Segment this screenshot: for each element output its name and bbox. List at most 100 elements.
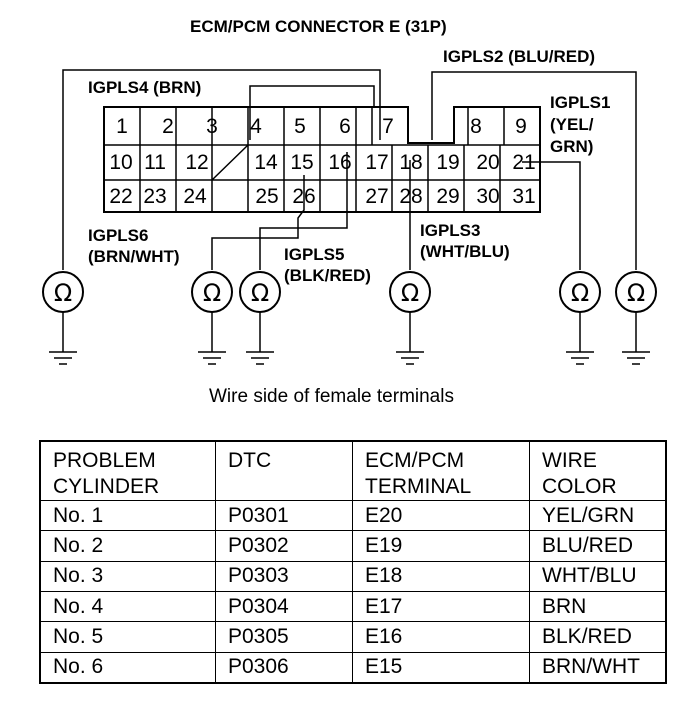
wire-igpls4 <box>249 85 375 140</box>
label-igpls1-line1: IGPLS1 <box>550 93 610 112</box>
row1-pin-9: 9 <box>515 115 527 138</box>
cell-cylinder: No. 4 <box>39 590 216 623</box>
igpls2-meter: Ω <box>615 271 657 365</box>
header-text: WIRE <box>542 449 597 472</box>
connector-body <box>103 106 541 213</box>
cell-wire-color: WHT/BLU <box>529 560 667 592</box>
ohm-icon: Ω <box>203 279 221 307</box>
header-text: CYLINDER <box>53 475 160 498</box>
cell-terminal: E17 <box>352 590 530 623</box>
cell-terminal: E19 <box>352 530 530 562</box>
label-igpls6-line1: IGPLS6 <box>88 226 148 245</box>
cell-wire-color: BRN/WHT <box>529 651 667 684</box>
wire-igpls1 <box>522 161 581 270</box>
header-text: ECM/PCM <box>365 449 465 472</box>
cell-terminal: E16 <box>352 621 530 653</box>
row2-pin-11: 11 <box>144 151 166 174</box>
row1-pin-6: 6 <box>339 115 351 138</box>
label-igpls5-line1: IGPLS5 <box>284 245 344 264</box>
row2-pin-16: 16 <box>328 151 351 174</box>
header-text: COLOR <box>542 475 617 498</box>
row2-pin-14: 14 <box>254 151 278 174</box>
label-igpls1-line2: (YEL/ <box>550 115 594 134</box>
row3-pin-23: 23 <box>143 185 166 208</box>
row3-pin-22: 22 <box>109 185 132 208</box>
row2-pin-17: 17 <box>365 151 388 174</box>
label-igpls1-line3: GRN) <box>550 137 593 156</box>
cell-wire-color: BLK/RED <box>529 621 667 653</box>
cell-terminal: E20 <box>352 499 530 532</box>
cell-dtc: P0303 <box>215 560 353 592</box>
row3-pin-31: 31 <box>512 185 535 208</box>
header-problem-cylinder: PROBLEM CYLINDER <box>39 440 216 501</box>
header-text: TERMINAL <box>365 475 472 498</box>
connector-diagram: ECM/PCM CONNECTOR E (31P) IGPLS4 (BRN) I… <box>42 17 657 407</box>
cylinder-terminal-table: PROBLEM CYLINDER DTC ECM/PCM TERMINAL WI… <box>39 440 667 684</box>
header-text: DTC <box>228 449 272 472</box>
connector-title: ECM/PCM CONNECTOR E (31P) <box>190 17 447 36</box>
cell-cylinder: No. 1 <box>39 499 216 532</box>
cell-dtc: P0304 <box>215 590 353 623</box>
cell-terminal: E18 <box>352 560 530 592</box>
label-igpls2: IGPLS2 (BLU/RED) <box>443 47 595 66</box>
cell-dtc: P0301 <box>215 499 353 532</box>
row3-pin-30: 30 <box>476 185 499 208</box>
row2-pin-15: 15 <box>290 151 313 174</box>
igpls6-meter: Ω <box>191 271 233 365</box>
probe-wires <box>62 69 637 270</box>
row1-pin-3: 3 <box>206 115 218 138</box>
row1-pin-8: 8 <box>470 115 482 138</box>
header-text: PROBLEM <box>53 449 156 472</box>
cell-cylinder: No. 3 <box>39 560 216 592</box>
connector-caption: Wire side of female terminals <box>209 386 454 407</box>
row3-pin-27: 27 <box>365 185 388 208</box>
ground-icon <box>246 351 274 365</box>
row1-pin-7: 7 <box>382 115 394 138</box>
cell-dtc: P0306 <box>215 651 353 684</box>
row1-pin-1: 1 <box>116 115 128 138</box>
ohm-icon: Ω <box>627 279 645 307</box>
wire-igpls4-probe <box>62 69 381 270</box>
ohm-icon: Ω <box>401 279 419 307</box>
row3-pin-25: 25 <box>255 185 278 208</box>
row1-pin-4: 4 <box>250 115 262 138</box>
row3-pin-24: 24 <box>183 185 207 208</box>
igpls1-meter: Ω <box>559 271 601 365</box>
cell-wire-color: BRN <box>529 590 667 623</box>
ohm-icon: Ω <box>54 279 72 307</box>
wire-igpls5 <box>259 152 348 270</box>
row2-pin-18: 18 <box>399 151 422 174</box>
row1-pin-2: 2 <box>162 115 174 138</box>
ohm-icon: Ω <box>251 279 269 307</box>
cell-cylinder: No. 6 <box>39 651 216 684</box>
row2-pin-19: 19 <box>436 151 459 174</box>
cell-wire-color: BLU/RED <box>529 530 667 562</box>
cell-terminal: E15 <box>352 651 530 684</box>
header-wire-color: WIRE COLOR <box>529 440 667 501</box>
label-igpls3-line1: IGPLS3 <box>420 221 480 240</box>
row2-pin-12: 12 <box>185 151 208 174</box>
ohm-icon: Ω <box>571 279 589 307</box>
row3-pin-29: 29 <box>436 185 459 208</box>
label-igpls5-line2: (BLK/RED) <box>284 266 371 285</box>
cell-cylinder: No. 5 <box>39 621 216 653</box>
cell-cylinder: No. 2 <box>39 530 216 562</box>
cell-dtc: P0305 <box>215 621 353 653</box>
ground-icon <box>198 351 226 365</box>
igpls5-meter: Ω <box>239 271 281 365</box>
wire-igpls2 <box>431 71 637 270</box>
label-igpls4: IGPLS4 (BRN) <box>88 78 201 97</box>
label-igpls6-line2: (BRN/WHT) <box>88 247 180 266</box>
cell-dtc: P0302 <box>215 530 353 562</box>
header-dtc: DTC <box>215 440 353 501</box>
left-meter: Ω <box>42 271 84 365</box>
igpls3-meter: Ω <box>389 271 431 365</box>
